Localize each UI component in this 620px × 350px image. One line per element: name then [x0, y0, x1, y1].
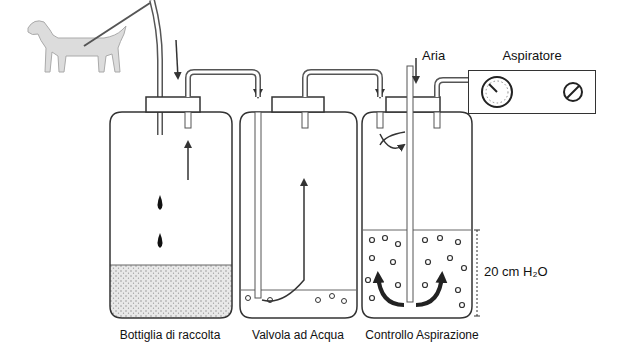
bottle-label: Valvola ad Acqua [236, 328, 360, 342]
aspirator-box [468, 70, 596, 114]
device-label: Aspiratore [468, 48, 596, 63]
suction-control-bottle [362, 66, 472, 318]
aspirator-node: Aspiratore [468, 46, 596, 114]
height-dimension: 20 cm H₂O [484, 264, 548, 279]
water-seal-node: Valvola ad Acqua [236, 97, 360, 342]
collection-bottle [110, 97, 232, 318]
water-seal-bottle [240, 97, 357, 318]
air-arrow [415, 58, 417, 82]
tube-connector [437, 80, 468, 97]
collection-bottle-node: Bottiglia di raccolta [102, 97, 238, 342]
flow-arrow [176, 40, 178, 78]
chest-drain-line [84, 3, 150, 46]
patient-tube [152, 0, 160, 135]
tube-connector [305, 72, 380, 97]
tube-connector [188, 72, 258, 97]
bottle-label: Bottiglia di raccolta [102, 328, 238, 342]
height-bracket [474, 230, 480, 316]
bottle-label: Controllo Aspirazione [354, 328, 490, 342]
aspirator-controls [469, 71, 594, 113]
air-label: Aria [422, 48, 445, 63]
suction-control-node: Controllo Aspirazione [354, 97, 490, 342]
